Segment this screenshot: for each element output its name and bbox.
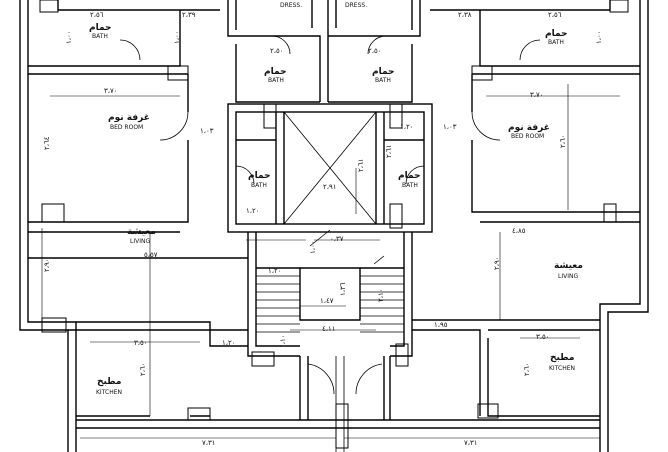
- dim-label: ٣،٧٠: [104, 87, 118, 95]
- dim-label: ٤،٨٥: [512, 227, 526, 235]
- dim-label: ٢،٥٠: [270, 47, 284, 55]
- dim-label: ٢،١٠: [377, 288, 385, 302]
- bath-cr-en: BATH: [375, 77, 391, 84]
- dim-label: ٢،٩١: [323, 183, 337, 191]
- kitchen-right-ar: مطبخ: [550, 353, 575, 363]
- dim-label: ٣،٧٠: [530, 91, 544, 99]
- bath-tl-en: BATH: [92, 33, 108, 40]
- dim-label: ٢،٥٦: [90, 11, 104, 19]
- walls: [19, 0, 649, 452]
- living-right-en: LIVING: [558, 273, 579, 280]
- living-left-ar: معيشة: [127, 227, 156, 237]
- living-left-en: LIVING: [130, 238, 151, 245]
- columns: [39, 0, 629, 449]
- kitchen-right-en: KITCHEN: [549, 365, 575, 372]
- dim-label: ٣،٥٠: [134, 339, 148, 347]
- dim-label: ١،١٠: [279, 334, 287, 348]
- dress-left-label: DRESS.: [280, 2, 303, 9]
- bath-sl-en: BATH: [251, 182, 267, 189]
- dim-label: ٢،٦١: [385, 144, 393, 158]
- dim-label: ٢،٣٨: [458, 11, 472, 19]
- kitchen-left-en: KITCHEN: [96, 389, 122, 396]
- dim-label: ٢،٦٠: [559, 134, 567, 148]
- dim-label: ٠،٣٧: [330, 235, 344, 243]
- door-swings: [119, 35, 541, 395]
- dim-label: ٤،١١: [322, 325, 336, 333]
- bed-left-en: BED ROOM: [110, 124, 144, 131]
- dim-label: ١،٢٠: [246, 207, 260, 215]
- dim-label: ٢،٦٤: [43, 136, 51, 150]
- dim-label: ١،٢٠: [400, 123, 414, 131]
- bath-sr-ar: حمام: [398, 171, 421, 181]
- dim-label: ١،٠٠: [173, 30, 181, 44]
- kitchen-left-ar: مطبخ: [97, 377, 122, 387]
- dim-label: ٧،٣١: [464, 439, 478, 447]
- dress-right-label: DRESS.: [345, 2, 368, 9]
- bed-left-ar: غرفة نوم: [108, 113, 150, 123]
- dim-label: ١،٣٦: [339, 282, 347, 296]
- bath-cl-ar: حمام: [264, 67, 287, 77]
- dimension-lines: [27, 84, 620, 439]
- bath-tr-en: BATH: [548, 39, 564, 46]
- dim-label: ٥،٥٧: [144, 251, 158, 259]
- living-right-ar: معيشة: [554, 261, 583, 271]
- dim-label: ١،٠٠: [65, 30, 73, 44]
- dim-label: ٣،٥٠: [536, 333, 550, 341]
- dim-label: ١،٩٥: [434, 321, 448, 329]
- dim-label: ١،٠٠: [595, 30, 603, 44]
- dim-label: ١،٠٠: [309, 240, 317, 254]
- dim-label: ١،٤٧: [320, 297, 334, 305]
- bath-sr-en: BATH: [402, 182, 418, 189]
- bed-right-en: BED ROOM: [511, 133, 545, 140]
- bath-cl-en: BATH: [268, 77, 284, 84]
- bath-tr-ar: حمام: [545, 29, 568, 39]
- bed-right-ar: غرفة نوم: [508, 123, 550, 133]
- dim-label: ٢،٦٠: [523, 362, 531, 376]
- dim-label: ٧،٣١: [202, 439, 216, 447]
- dim-label: ١،٢٠: [222, 339, 236, 347]
- dim-label: ٢،٣٩: [182, 11, 196, 19]
- dim-label: ٢،٩٠: [43, 258, 51, 272]
- bath-tl-ar: حمام: [89, 23, 112, 33]
- dim-label: ٢،٦١: [357, 158, 365, 172]
- dim-label: ٢،٥٠: [368, 47, 382, 55]
- dim-label: ٢،٥٦: [548, 11, 562, 19]
- dim-label: ١،٠٣: [443, 123, 457, 131]
- dim-label: ١،٠٣: [200, 127, 214, 135]
- bath-cr-ar: حمام: [372, 67, 395, 77]
- bath-sl-ar: حمام: [248, 171, 271, 181]
- dim-label: ٢،٦٠: [139, 362, 147, 376]
- dim-label: ٢،٩٠: [493, 256, 501, 270]
- dim-label: ١،٢٠: [268, 267, 282, 275]
